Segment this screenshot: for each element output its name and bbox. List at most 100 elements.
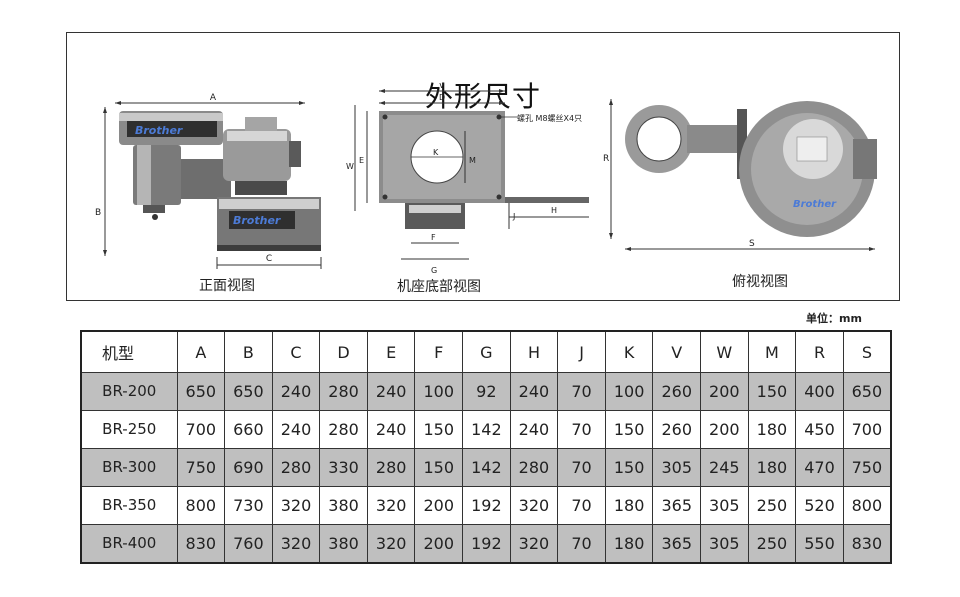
base-view-drawing: V D K E W M J H F G	[346, 83, 589, 275]
dimension-cell: 700	[842, 409, 892, 449]
col-header-r: R	[795, 330, 844, 373]
front-dim-a: A	[210, 93, 217, 103]
dimension-cell: 150	[747, 372, 797, 411]
dimension-cell: 180	[604, 523, 654, 564]
dimension-cell: 142	[462, 447, 511, 487]
dimension-cell: 830	[842, 523, 892, 564]
dimension-cell: 180	[747, 409, 797, 449]
dimension-cell: 320	[271, 523, 321, 564]
dimension-cell: 200	[700, 372, 749, 411]
dimension-cell: 250	[747, 523, 797, 564]
base-dim-d: D	[439, 93, 445, 102]
dimension-cell: 320	[271, 485, 321, 525]
col-header-g: G	[462, 330, 511, 373]
dimension-cell: 750	[176, 447, 226, 487]
dimension-cell: 730	[224, 485, 273, 525]
dimension-cell: 800	[176, 485, 226, 525]
front-dim-c: C	[266, 254, 272, 264]
dimension-cell: 260	[652, 409, 702, 449]
base-dim-v: V	[439, 83, 445, 90]
dimension-cell: 240	[366, 372, 416, 411]
dimension-cell: 830	[176, 523, 226, 564]
front-brand: Brother	[135, 124, 183, 137]
dimension-cell: 550	[795, 523, 844, 564]
dimension-cell: 380	[319, 485, 368, 525]
dimension-cell: 70	[557, 372, 606, 411]
dimension-cell: 180	[604, 485, 654, 525]
dimension-cell: 142	[462, 409, 511, 449]
top-brand: Brother	[793, 199, 837, 210]
dimension-cell: 760	[224, 523, 273, 564]
dimension-cell: 450	[795, 409, 844, 449]
dimension-cell: 200	[700, 409, 749, 449]
dimension-cell: 750	[842, 447, 892, 487]
col-header-h: H	[509, 330, 559, 373]
dimension-cell: 192	[462, 523, 511, 564]
dimension-cell: 690	[224, 447, 273, 487]
base-dim-g: G	[431, 266, 437, 275]
dimension-cell: 800	[842, 485, 892, 525]
dimension-cell: 280	[271, 447, 321, 487]
base-view-caption: 机座底部视图	[397, 279, 481, 295]
dimension-cell: 100	[604, 372, 654, 411]
dimension-cell: 320	[509, 523, 559, 564]
dimension-cell: 470	[795, 447, 844, 487]
dimension-cell: 200	[414, 523, 464, 564]
top-dim-r: R	[603, 154, 609, 164]
dimension-cell: 150	[414, 409, 464, 449]
dimension-cell: 240	[271, 372, 321, 411]
col-header-a: A	[176, 330, 226, 373]
front-dim-b: B	[95, 208, 101, 218]
page-title: 外形尺寸	[424, 80, 541, 113]
dimension-cell: 380	[319, 523, 368, 564]
dimension-cell: 320	[366, 523, 416, 564]
dimension-cell: 280	[319, 409, 368, 449]
base-dim-m: M	[469, 156, 476, 165]
dimension-cell: 700	[176, 409, 226, 449]
dimension-cell: 200	[414, 485, 464, 525]
base-bolt-note: 螺孔 M8螺丝X4只	[517, 113, 582, 123]
top-view-caption: 俯视视图	[732, 274, 788, 290]
col-header-v: V	[652, 330, 702, 373]
col-header-s: S	[842, 330, 892, 373]
dimension-cell: 192	[462, 485, 511, 525]
dimension-cell: 70	[557, 447, 606, 487]
dimension-cell: 92	[462, 372, 511, 411]
base-dim-w: W	[346, 162, 354, 171]
col-header-d: D	[319, 330, 368, 373]
model-cell: BR-200	[80, 372, 178, 411]
dimension-cell: 240	[366, 409, 416, 449]
unit-label: 单位：mm	[806, 312, 862, 325]
model-cell: BR-250	[80, 409, 178, 449]
dimension-cell: 320	[509, 485, 559, 525]
dimension-cell: 250	[747, 485, 797, 525]
col-header-m: M	[747, 330, 797, 373]
dimension-cell: 100	[414, 372, 464, 411]
dimension-cell: 365	[652, 485, 702, 525]
col-header-w: W	[700, 330, 749, 373]
model-cell: BR-350	[80, 485, 178, 525]
col-header-e: E	[366, 330, 416, 373]
dimension-cell: 520	[795, 485, 844, 525]
dimension-cell: 650	[842, 372, 892, 411]
base-dim-h: H	[551, 206, 557, 215]
col-header-f: F	[414, 330, 464, 373]
dimension-cell: 280	[366, 447, 416, 487]
model-cell: BR-400	[80, 523, 178, 564]
dimension-cell: 240	[271, 409, 321, 449]
dimension-cell: 320	[366, 485, 416, 525]
dimension-cell: 150	[414, 447, 464, 487]
top-view-drawing: R Brother S	[603, 99, 877, 251]
dimension-cell: 180	[747, 447, 797, 487]
col-header-j: J	[557, 330, 606, 373]
dimension-cell: 150	[604, 447, 654, 487]
dimension-cell: 660	[224, 409, 273, 449]
base-dim-f: F	[431, 233, 436, 242]
